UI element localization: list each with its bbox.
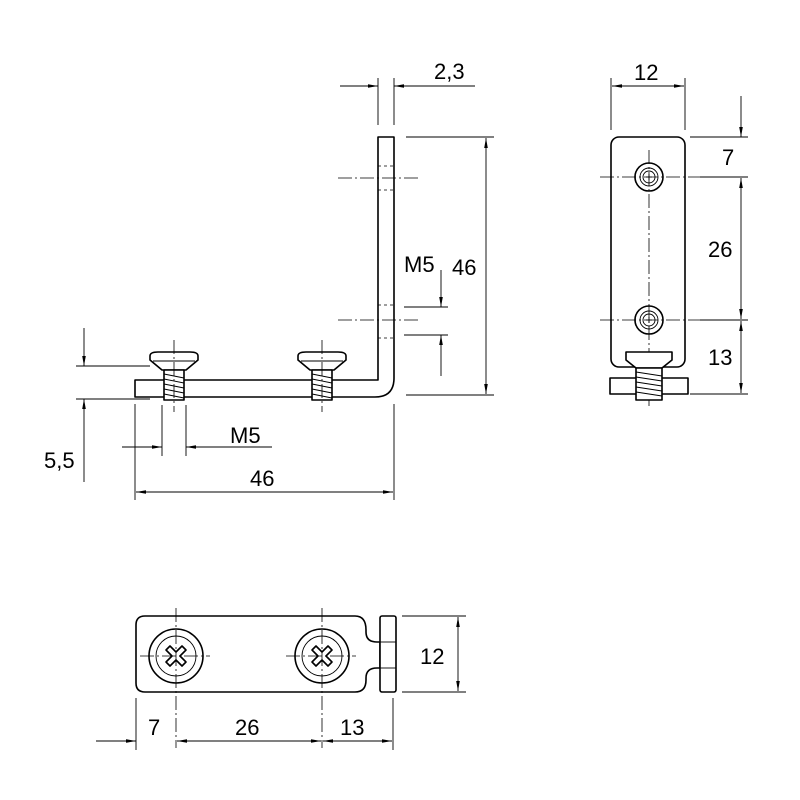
dim-top-hole-spacing-label: 26 bbox=[235, 715, 259, 740]
vertical-leg-holes bbox=[338, 165, 420, 339]
dim-front-height-label: 46 bbox=[452, 255, 476, 280]
dim-top-right-offset-label: 13 bbox=[340, 715, 364, 740]
dim-side-width-label: 12 bbox=[634, 60, 658, 85]
side-screw bbox=[609, 351, 689, 401]
dim-top-width: 12 bbox=[402, 615, 466, 693]
dim-front-thread: M5 bbox=[404, 252, 448, 376]
front-view: 2,3 46 M5 5,5 bbox=[44, 59, 494, 500]
dim-top-left-offset-label: 7 bbox=[148, 715, 160, 740]
dim-side-stack: 7 26 13 bbox=[690, 96, 748, 395]
angle-bracket-profile bbox=[134, 136, 395, 398]
dim-thickness: 2,3 bbox=[340, 59, 475, 125]
dim-top-chain: 7 26 13 bbox=[96, 698, 394, 750]
dim-side-hole-spacing-label: 26 bbox=[708, 237, 732, 262]
dim-bottom-thread: M5 bbox=[122, 405, 272, 456]
side-view: 12 7 26 13 bbox=[600, 60, 748, 408]
dim-front-height: 46 bbox=[406, 136, 494, 396]
dim-side-width: 12 bbox=[610, 60, 686, 130]
dim-front-length-label: 46 bbox=[250, 466, 274, 491]
screw-right bbox=[297, 340, 347, 412]
dim-front-length: 46 bbox=[134, 404, 395, 500]
dim-front-thread-label: M5 bbox=[404, 252, 435, 277]
dim-screw-offset-label: 5,5 bbox=[44, 448, 75, 473]
dim-thickness-label: 2,3 bbox=[434, 59, 465, 84]
dim-top-width-label: 12 bbox=[420, 644, 444, 669]
dim-screw-offset: 5,5 bbox=[44, 328, 150, 482]
dim-side-top-offset-label: 7 bbox=[722, 145, 734, 170]
screw-left bbox=[149, 340, 199, 412]
dim-side-bottom-offset-label: 13 bbox=[708, 345, 732, 370]
dim-bottom-thread-label: M5 bbox=[230, 423, 261, 448]
top-view: 12 7 26 13 bbox=[96, 608, 466, 750]
